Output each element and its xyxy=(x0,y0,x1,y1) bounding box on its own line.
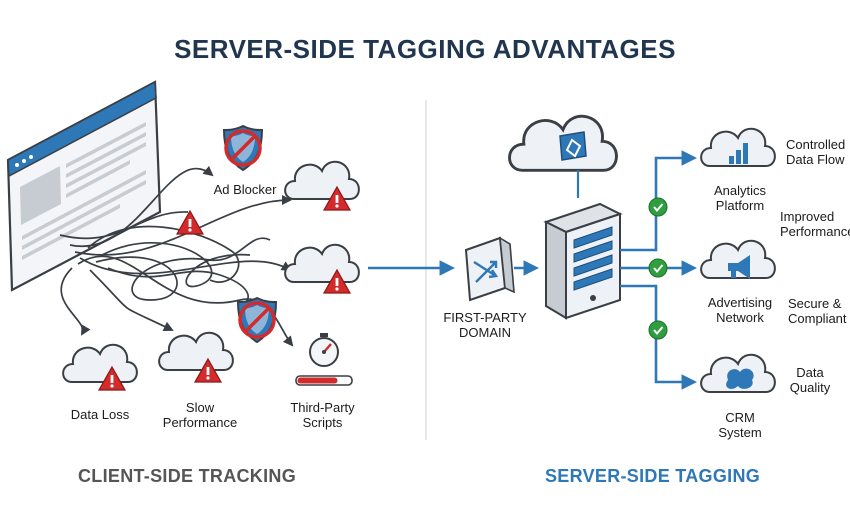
ad-blocker-shield-icon xyxy=(222,124,264,172)
page-title: SERVER-SIDE TAGGING ADVANTAGES xyxy=(174,34,676,64)
secure-compliant-label: Secure &Compliant xyxy=(788,296,847,326)
slow-performance-cloud-icon xyxy=(158,331,234,371)
stopwatch-icon xyxy=(309,333,339,367)
server-side-section-title: SERVER-SIDE TAGGING xyxy=(545,466,761,486)
megaphone-icon xyxy=(728,255,750,279)
first-party-domain-icon xyxy=(464,236,515,302)
check-icon xyxy=(648,258,668,278)
client-side-section-title: CLIENT-SIDE TRACKING xyxy=(78,466,297,486)
data-loss-label: Data Loss xyxy=(70,407,130,422)
crm-blob-icon xyxy=(726,368,754,389)
warning-icon xyxy=(176,210,204,235)
blocked-cloud-icon-2 xyxy=(284,243,360,283)
advertising-cloud-icon xyxy=(700,239,776,279)
ad-blocker-label: Ad Blocker xyxy=(213,182,277,197)
browser-window-icon xyxy=(6,80,162,292)
progress-bar-icon xyxy=(295,375,353,386)
bar-chart-icon xyxy=(729,143,748,164)
blocked-cloud-icon-1 xyxy=(284,160,360,200)
blocked-shield-icon xyxy=(236,296,278,344)
data-loss-cloud-icon xyxy=(62,343,138,383)
check-icon xyxy=(648,320,668,340)
server-tower-icon xyxy=(543,202,623,320)
tangled-connections xyxy=(59,165,294,347)
check-icon xyxy=(648,197,668,217)
server-container-icon xyxy=(559,131,587,161)
